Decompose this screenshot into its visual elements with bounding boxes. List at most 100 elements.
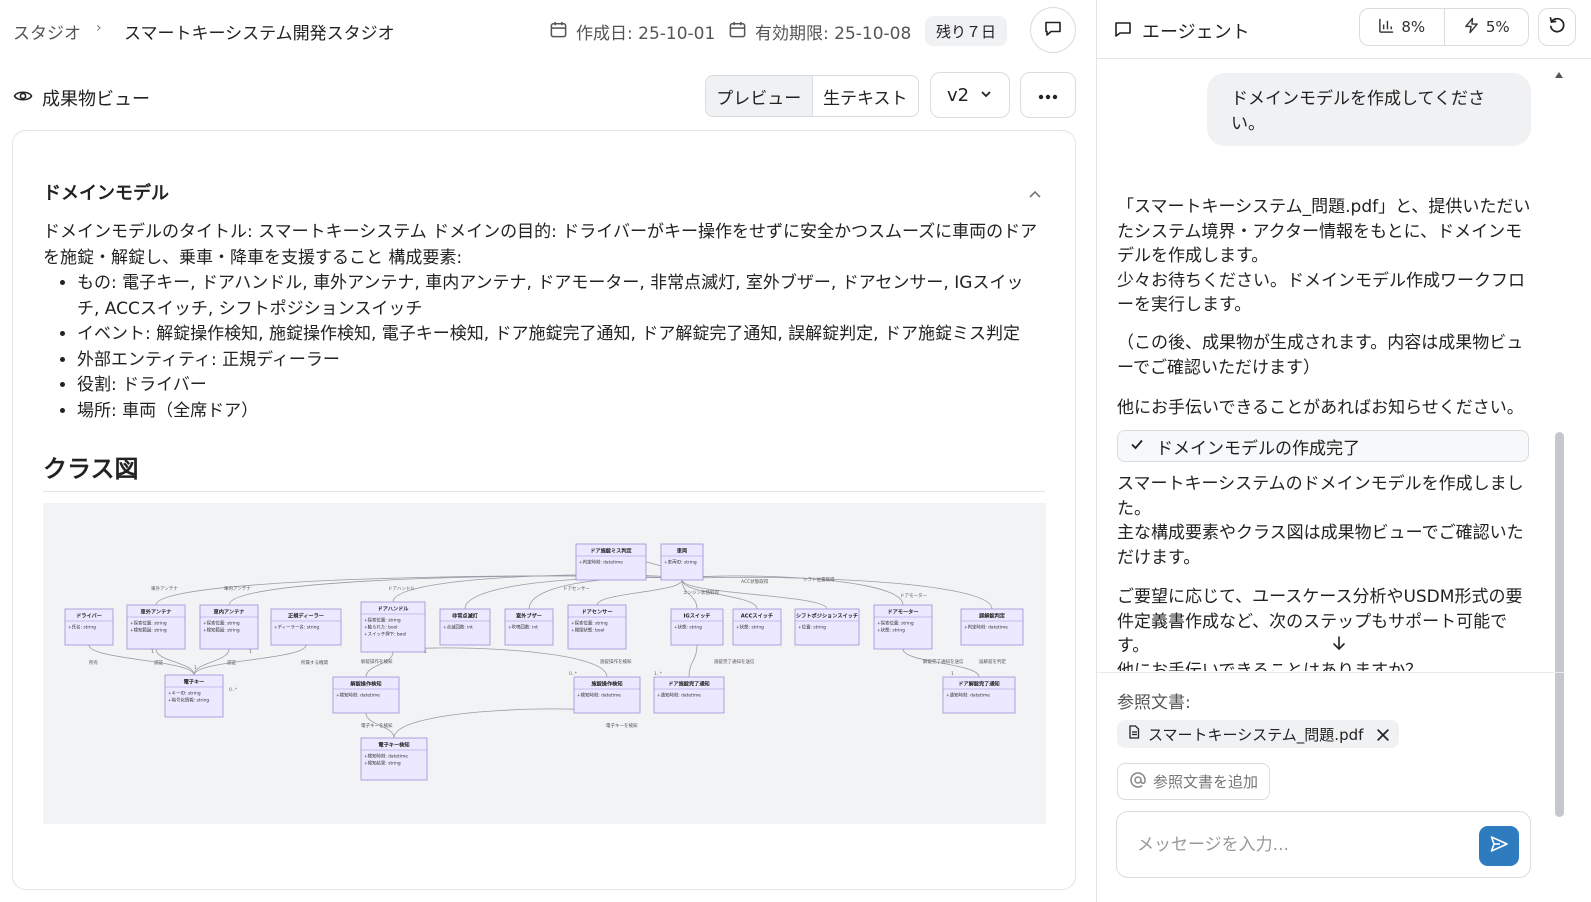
more-options-button[interactable] bbox=[1020, 72, 1076, 118]
edge-label: 施錠完了通知を送信 bbox=[714, 658, 755, 665]
message-composer bbox=[1116, 811, 1531, 878]
edge-label: ACC状態取得 bbox=[741, 578, 769, 585]
association-line bbox=[193, 644, 307, 676]
class-attribute: +開閉状態: bool bbox=[571, 627, 605, 634]
usage-tokens: 5% bbox=[1445, 9, 1529, 45]
class-attribute: +検知範囲: string bbox=[130, 627, 167, 634]
class-attribute: +探索位置: string bbox=[571, 620, 608, 627]
scroll-thumb[interactable] bbox=[1555, 432, 1564, 817]
edge-label: 車内アンテナ bbox=[224, 585, 251, 592]
domain-description: ドメインモデルのタイトル: スマートキーシステム ドメインの目的: ドライバーが… bbox=[43, 219, 1043, 424]
tab-raw-text[interactable]: 生テキスト bbox=[823, 88, 908, 109]
edge-label: 所属する機関 bbox=[301, 659, 328, 666]
send-button[interactable] bbox=[1479, 826, 1519, 866]
workflow-status-text: ドメインモデルの作成完了 bbox=[1156, 438, 1360, 459]
rotate-ccw-icon bbox=[1547, 15, 1567, 39]
edge-label: 解錠完了通知を送信 bbox=[923, 658, 964, 665]
class-attribute: +車両ID: string bbox=[664, 559, 697, 566]
reference-file-chip[interactable]: スマートキーシステム_問題.pdf bbox=[1117, 720, 1400, 748]
at-sign-icon bbox=[1129, 771, 1147, 793]
agent-message-text: 他にお手伝いできることがあればお知らせください。 bbox=[1117, 398, 1524, 418]
association-line bbox=[681, 576, 993, 610]
class-box: 正規ディーラー+ディーラー名: string bbox=[270, 608, 342, 646]
association-line bbox=[528, 576, 683, 610]
class-attribute: +通知時刻: datetime bbox=[946, 692, 990, 699]
agent-header-divider bbox=[1097, 58, 1591, 59]
component-list: もの: 電子キー, ドアハンドル, 車外アンテナ, 車内アンテナ, ドアモーター… bbox=[77, 271, 1043, 424]
class-attribute: +探索位置: string bbox=[203, 620, 240, 627]
created-date-text: 作成日: 25-10-01 bbox=[576, 24, 716, 44]
class-name: 解錠操作検知 bbox=[350, 680, 381, 688]
edge-label: 所有 bbox=[89, 659, 98, 666]
class-name: シフトポジションスイッチ bbox=[796, 612, 858, 620]
agent-title-text: エージェント bbox=[1142, 22, 1250, 43]
artifact-toolbar: 成果物ビュー プレビュー 生テキスト v2 bbox=[0, 72, 1096, 120]
workflow-status-pill[interactable]: ドメインモデルの作成完了 bbox=[1117, 430, 1529, 462]
class-box: 車内アンテナ+探索位置: string+検知範囲: string bbox=[199, 604, 259, 650]
class-attribute: +位置: string bbox=[798, 624, 826, 631]
class-name: 車外アンテナ bbox=[141, 608, 172, 616]
pane-divider[interactable] bbox=[1096, 0, 1097, 902]
class-attribute: +探索位置: string bbox=[877, 620, 914, 627]
arrow-down-icon bbox=[1331, 635, 1347, 655]
association-line bbox=[365, 712, 395, 739]
agent-message-text: スマートキーシステムのドメインモデルを作成しました。 主な構成要素やクラス図は成… bbox=[1117, 474, 1524, 568]
version-select[interactable]: v2 bbox=[930, 72, 1010, 118]
add-reference-label: 参照文書を追加 bbox=[1152, 773, 1258, 791]
association-line bbox=[88, 644, 195, 676]
add-reference-button[interactable]: 参照文書を追加 bbox=[1117, 763, 1270, 800]
edge-label: 解錠操作を検知 bbox=[361, 658, 393, 665]
tab-preview[interactable]: プレビュー bbox=[706, 76, 813, 116]
breadcrumb-current: スマートキーシステム開発スタジオ bbox=[124, 24, 395, 44]
class-box: ドア解錠完了通知 +通知時刻: datetime bbox=[942, 676, 1016, 714]
class-box: ドアセンサー+探索位置: string+開閉状態: bool bbox=[567, 604, 627, 650]
class-attribute: +検知時刻: datetime bbox=[336, 692, 380, 699]
class-attribute: +通知時刻: datetime bbox=[657, 692, 701, 699]
class-attribute: +状態: string bbox=[736, 624, 764, 631]
class-box: ACCスイッチ+状態: string bbox=[732, 608, 782, 646]
reference-file-name: スマートキーシステム_問題.pdf bbox=[1148, 725, 1364, 744]
class-box: 非常点滅灯+点滅回数: int bbox=[439, 608, 491, 646]
multiplicity-label: 1 bbox=[151, 649, 154, 655]
association-line bbox=[193, 648, 230, 676]
association-line bbox=[596, 579, 683, 606]
file-text-icon bbox=[1127, 725, 1141, 743]
eye-icon bbox=[13, 86, 33, 111]
usage-meter: 8% 5% bbox=[1359, 8, 1529, 46]
class-box: 電子キー+キーID: string+暗号化情報: string bbox=[164, 674, 224, 718]
component-external-entities: 外部エンティティ: 正規ディーラー bbox=[77, 348, 1043, 374]
scroll-to-bottom-button[interactable] bbox=[1325, 631, 1353, 659]
agent-title: エージェント bbox=[1113, 18, 1250, 44]
edge-label: シフト位置取得 bbox=[803, 576, 835, 583]
breadcrumb-separator: › bbox=[96, 20, 102, 36]
multiplicity-label: 1 bbox=[424, 649, 427, 655]
class-attribute: +検知時刻: datetime bbox=[577, 692, 621, 699]
class-box: ドアハンドル+探索位置: string+触られた: bool+スイッチ押下: b… bbox=[360, 601, 426, 653]
open-chat-button[interactable] bbox=[1030, 7, 1076, 53]
edge-label: ドアハンドル bbox=[388, 586, 415, 592]
class-attribute: +暗号化情報: string bbox=[168, 697, 209, 704]
class-name: ドアモーター bbox=[887, 608, 918, 616]
edge-label: 電子キーを検知 bbox=[361, 722, 393, 729]
domain-intro: ドメインモデルのタイトル: スマートキーシステム ドメインの目的: ドライバーが… bbox=[43, 222, 1038, 268]
agent-message: 他にお手伝いできることはありますか？ bbox=[1117, 659, 1531, 671]
reset-chat-button[interactable] bbox=[1538, 8, 1576, 46]
breadcrumb-studio[interactable]: スタジオ bbox=[13, 24, 81, 44]
message-input[interactable] bbox=[1137, 830, 1457, 860]
usage-context-value: 8% bbox=[1401, 18, 1426, 36]
scroll-up-arrow-icon[interactable] bbox=[1554, 64, 1564, 78]
view-mode-toggle: プレビュー 生テキスト bbox=[705, 75, 919, 117]
remove-reference-icon[interactable] bbox=[1376, 728, 1390, 741]
class-box: 車外アンテナ+探索位置: string+検知範囲: string bbox=[126, 604, 186, 650]
created-date: 作成日: 25-10-01 bbox=[549, 19, 715, 44]
artifact-view-label: 成果物ビュー bbox=[42, 89, 150, 110]
agent-message: （この後、成果物が生成されます。内容は成果物ビューでご確認いただけます） bbox=[1117, 331, 1531, 380]
chevron-up-icon[interactable] bbox=[1027, 185, 1043, 198]
class-attribute: +ディーラー名: string bbox=[274, 624, 319, 631]
message-square-icon bbox=[1113, 19, 1133, 44]
association-line bbox=[688, 644, 698, 678]
edge-label: 認証 bbox=[227, 659, 236, 666]
class-name: ドア解錠完了通知 bbox=[958, 680, 1000, 688]
agent-message-text: （この後、成果物が生成されます。内容は成果物ビューでご確認いただけます） bbox=[1117, 333, 1524, 378]
class-attribute: +判定時刻: datetime bbox=[579, 559, 623, 566]
